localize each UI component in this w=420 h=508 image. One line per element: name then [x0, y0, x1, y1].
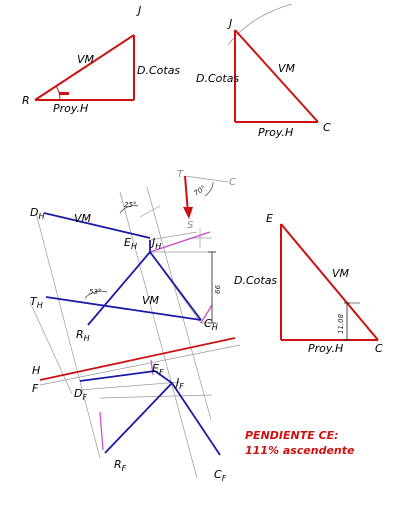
horizontal-projection	[43, 212, 202, 326]
dimension-66: 66	[208, 251, 222, 324]
rj-hypotenuse	[34, 34, 135, 101]
segment-ef-jf	[154, 370, 173, 384]
segment-jf-cf	[171, 382, 221, 456]
jc-label-c: C	[323, 121, 331, 134]
dim-66-label: 66	[214, 285, 222, 294]
slope-line-2: 111% ascendente	[245, 444, 355, 457]
label-vm-top: VM	[74, 212, 92, 225]
ec-dimension: 11.08	[337, 313, 345, 334]
label-vm-mid: VM	[142, 294, 160, 307]
label-ef: EF	[152, 362, 164, 377]
label-rh: RH	[76, 328, 90, 343]
direction-label-s: S	[187, 220, 194, 231]
jc-label-proyh: Proy.H	[258, 126, 293, 139]
label-eh: EH	[124, 236, 137, 251]
rj-label-r: R	[22, 94, 30, 107]
triangle-jc: J C VM D.Cotas Proy.H	[196, 3, 331, 139]
point-labels: DH EH JH TH RH CH VM VM DF EF JF RF CF	[30, 206, 227, 483]
segment-rh-jh	[87, 251, 151, 326]
frontal-projection	[79, 370, 221, 456]
rj-label-dcotas: D.Cotas	[137, 64, 180, 77]
segment-df-ef	[79, 370, 156, 382]
angle-25-label: 25°	[124, 201, 136, 209]
reference-segments	[99, 231, 213, 451]
segment-dh-jh	[43, 212, 151, 239]
ground-label-f: F	[32, 382, 39, 395]
direction-indicator: T C S 70°	[177, 169, 236, 231]
label-dh: DH	[30, 206, 45, 221]
ec-label-e: E	[266, 212, 273, 225]
rj-label-proyh: Proy.H	[53, 102, 88, 115]
ground-label-h: H	[32, 364, 40, 377]
direction-arrow-shaft	[184, 175, 189, 214]
angle-annotations: 25° 53°	[84, 201, 139, 299]
label-jf: JF	[174, 376, 184, 391]
triangle-rj: R J VM D.Cotas Proy.H	[22, 4, 180, 115]
direction-label-t: T	[177, 169, 184, 180]
jc-label-vm: VM	[278, 62, 296, 75]
construction-lines	[29, 186, 218, 479]
ec-label-vm: VM	[332, 267, 350, 280]
label-cf: CF	[214, 468, 227, 483]
segment-th-ch	[45, 296, 202, 321]
ground-line-grey	[39, 344, 241, 386]
direction-label-c: C	[229, 177, 236, 188]
ground-line-red	[39, 337, 236, 381]
ec-label-c: C	[375, 342, 383, 355]
ec-label-proyh: Proy.H	[308, 342, 343, 355]
jc-label-j: J	[227, 17, 232, 30]
ground-lines: H F	[32, 337, 241, 395]
rj-label-vm: VM	[77, 53, 95, 66]
ec-label-dcotas: D.Cotas	[234, 274, 277, 287]
jc-arc	[227, 3, 293, 46]
rj-angle-mark	[59, 92, 69, 95]
label-th: TH	[30, 295, 43, 310]
rj-label-j: J	[136, 4, 141, 17]
segment-rf-jf	[104, 382, 173, 454]
label-df: DF	[74, 387, 87, 402]
slope-line-1: PENDIENTE CE:	[245, 429, 339, 442]
slope-annotation: PENDIENTE CE: 111% ascendente	[245, 429, 355, 457]
jc-hypotenuse	[234, 29, 319, 123]
label-ch: CH	[204, 317, 218, 332]
direction-angle-arc	[204, 181, 214, 197]
label-jh: JH	[150, 236, 161, 251]
triangle-ec: E C VM D.Cotas Proy.H 11.08	[234, 212, 383, 355]
ec-hypotenuse	[280, 223, 379, 341]
label-rf: RF	[114, 458, 127, 473]
segment-jh-ch	[149, 251, 202, 321]
jc-label-dcotas: D.Cotas	[196, 72, 239, 85]
angle-53-label: 53°	[89, 288, 101, 296]
direction-arrow-head	[183, 207, 193, 219]
direction-line-tc	[184, 175, 229, 183]
